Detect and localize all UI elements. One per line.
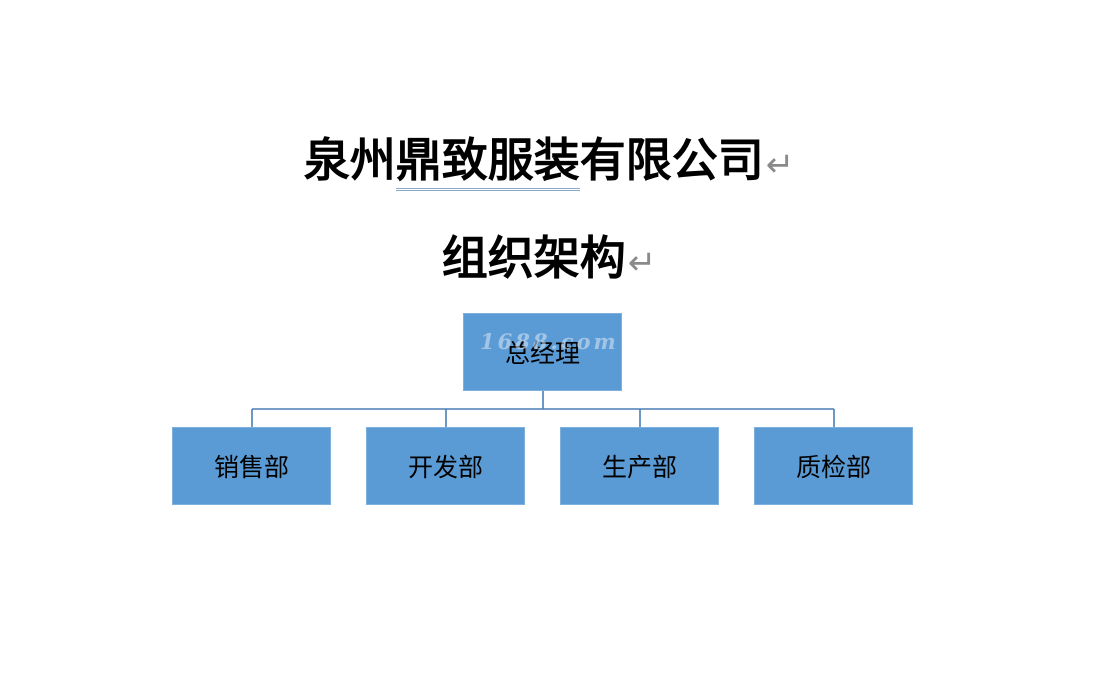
company-title: 泉州鼎致服装有限公司↵ xyxy=(0,128,1098,197)
company-title-underlined: 鼎致服装 xyxy=(395,133,580,191)
org-box-label: 销售部 xyxy=(213,453,289,482)
company-title-prefix: 泉州 xyxy=(303,133,396,187)
org-box-label: 生产部 xyxy=(601,453,677,482)
org-box-label: 质检部 xyxy=(795,453,871,482)
paragraph-mark-icon: ↵ xyxy=(627,243,657,283)
subtitle-text: 组织架构 xyxy=(441,231,626,285)
paragraph-mark-icon: ↵ xyxy=(765,145,795,185)
org-box-development: 开发部 xyxy=(366,427,525,505)
org-box-sales: 销售部 xyxy=(172,427,331,505)
org-box-label: 开发部 xyxy=(407,453,483,482)
subtitle: 组织架构↵ xyxy=(0,226,1098,295)
org-box-production: 生产部 xyxy=(560,427,719,505)
org-box-general-manager: 总经理 xyxy=(463,313,622,391)
org-box-label: 总经理 xyxy=(504,339,580,368)
org-box-quality: 质检部 xyxy=(754,427,913,505)
company-title-suffix: 有限公司 xyxy=(579,133,764,187)
